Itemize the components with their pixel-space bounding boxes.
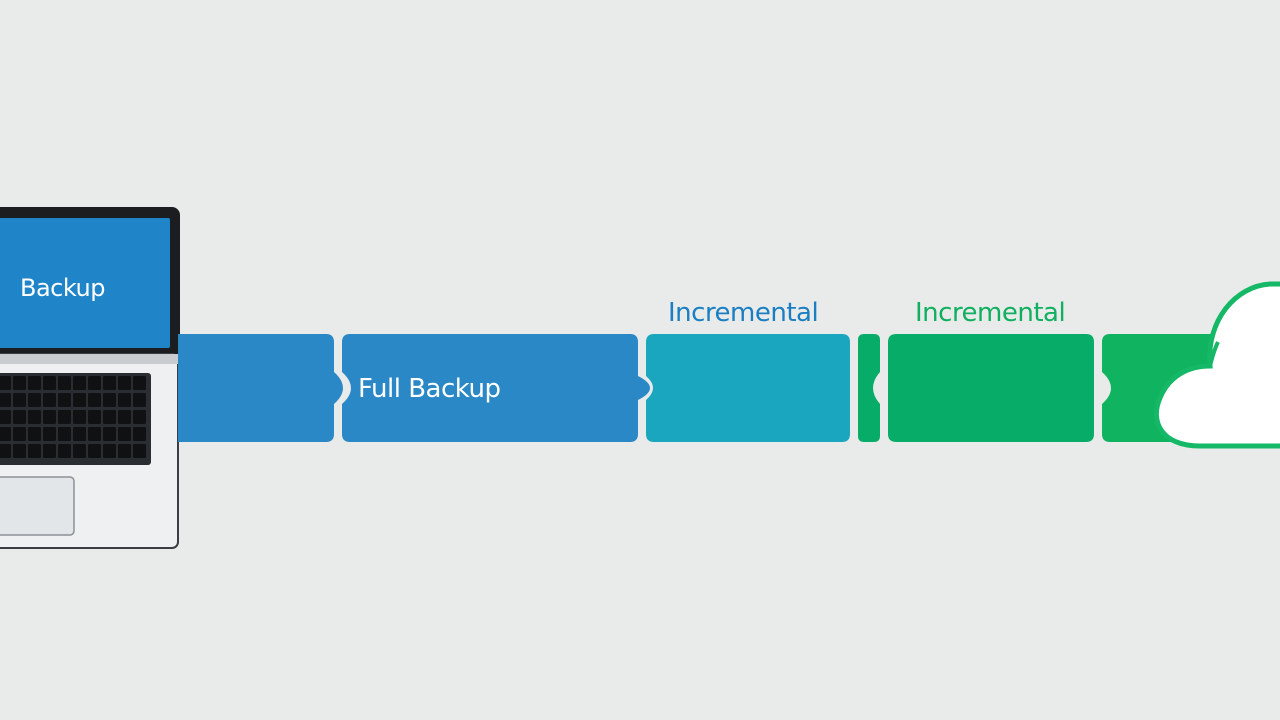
laptop-icon [0, 207, 180, 549]
full-backup-block [342, 334, 650, 442]
keyboard-key [103, 444, 116, 458]
keyboard-keys [0, 376, 146, 458]
keyboard-key [0, 410, 11, 424]
incremental-label-1: Incremental [668, 298, 819, 328]
keyboard-key [118, 427, 131, 441]
keyboard-key [13, 376, 26, 390]
keyboard-key [88, 393, 101, 407]
keyboard-key [28, 376, 41, 390]
keyboard-key [58, 393, 71, 407]
keyboard-key [13, 444, 26, 458]
cloud-outline [1153, 281, 1280, 449]
full-backup-label: Full Backup [358, 374, 501, 404]
keyboard-key [103, 376, 116, 390]
keyboard-key [0, 444, 11, 458]
laptop-trackpad [0, 476, 75, 536]
keyboard-key [118, 393, 131, 407]
incremental-label-2: Incremental [915, 298, 1066, 328]
keyboard-key [28, 393, 41, 407]
keyboard-key [73, 427, 86, 441]
keyboard-key [28, 427, 41, 441]
keyboard-key [103, 427, 116, 441]
keyboard-key [13, 427, 26, 441]
keyboard-key [133, 444, 146, 458]
incremental-block-1 [646, 334, 850, 442]
keyboard-key [133, 427, 146, 441]
keyboard-key [133, 393, 146, 407]
keyboard-key [43, 393, 56, 407]
keyboard-key [58, 427, 71, 441]
keyboard-key [103, 393, 116, 407]
keyboard-key [0, 393, 11, 407]
keyboard-key [13, 393, 26, 407]
keyboard-key [133, 410, 146, 424]
cloud-inner-edge [1208, 341, 1220, 367]
laptop-connector [178, 334, 343, 442]
keyboard-key [58, 410, 71, 424]
keyboard-key [88, 376, 101, 390]
keyboard-key [43, 444, 56, 458]
keyboard-key [73, 410, 86, 424]
keyboard-key [73, 444, 86, 458]
keyboard-key [73, 376, 86, 390]
keyboard-key [43, 376, 56, 390]
keyboard-key [58, 444, 71, 458]
keyboard-key [88, 410, 101, 424]
keyboard-key [103, 410, 116, 424]
keyboard-key [118, 410, 131, 424]
keyboard-key [43, 410, 56, 424]
keyboard-key [13, 410, 26, 424]
keyboard-key [88, 444, 101, 458]
laptop-screen [0, 218, 170, 348]
keyboard-key [118, 444, 131, 458]
keyboard-key [0, 427, 11, 441]
keyboard-key [43, 427, 56, 441]
keyboard-key [28, 444, 41, 458]
keyboard-key [0, 376, 11, 390]
keyboard-key [88, 427, 101, 441]
keyboard-key [58, 376, 71, 390]
laptop-hinge [0, 354, 178, 364]
laptop-screen-label: Backup [20, 274, 105, 302]
keyboard-key [118, 376, 131, 390]
incremental-block-2 [888, 334, 1094, 442]
small-connector [858, 334, 880, 442]
keyboard-key [73, 393, 86, 407]
cloud-icon [1153, 281, 1280, 449]
keyboard-key [133, 376, 146, 390]
keyboard-key [28, 410, 41, 424]
